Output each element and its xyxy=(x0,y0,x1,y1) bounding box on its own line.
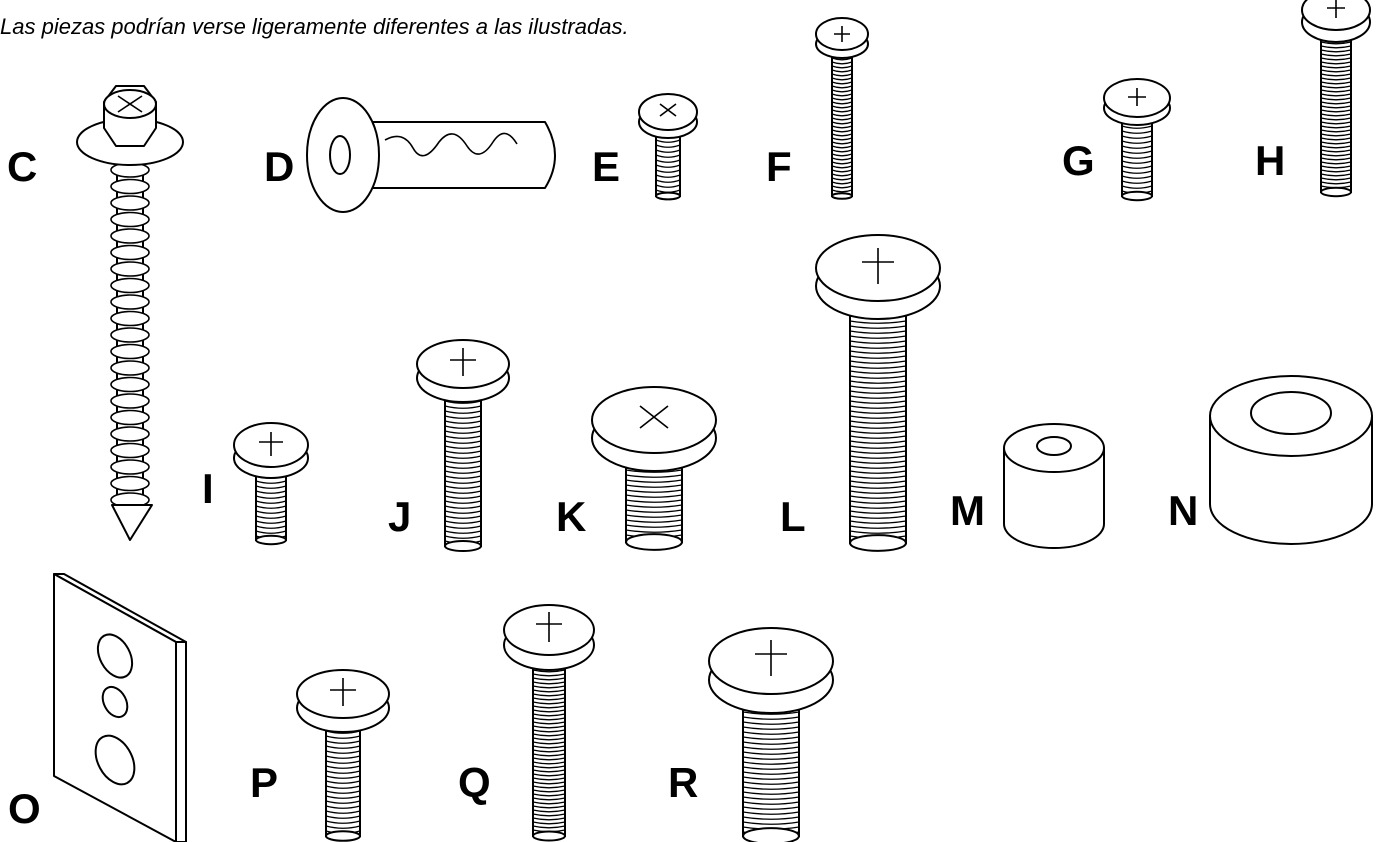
part-r-screw xyxy=(708,627,834,842)
part-label-l: L xyxy=(780,493,806,540)
part-n-spacer xyxy=(1209,375,1373,545)
part-j-screw xyxy=(416,339,510,553)
part-c-hex-wood-screw xyxy=(76,85,184,541)
part-h-screw xyxy=(1301,0,1371,198)
part-label-p: P xyxy=(250,759,279,806)
parts-disclaimer-note: Las piezas podrían verse ligeramente dif… xyxy=(0,14,629,39)
part-k-screw xyxy=(591,386,717,551)
part-l-screw xyxy=(815,234,941,552)
part-label-j: J xyxy=(388,493,412,540)
part-label-o: O xyxy=(8,785,41,832)
part-p-screw xyxy=(296,669,390,842)
part-f-screw xyxy=(815,17,869,200)
part-i-screw xyxy=(233,422,309,546)
screw-tip xyxy=(111,504,153,541)
part-d-wall-anchor xyxy=(306,97,556,213)
part-label-e: E xyxy=(592,143,621,190)
part-label-g: G xyxy=(1062,137,1095,184)
part-label-c: C xyxy=(7,143,38,190)
part-label-n: N xyxy=(1168,487,1199,534)
part-q-screw xyxy=(503,604,595,842)
part-label-d: D xyxy=(264,143,295,190)
part-label-i: I xyxy=(202,465,214,512)
part-label-f: F xyxy=(766,143,792,190)
part-label-q: Q xyxy=(458,759,491,806)
part-o-bracket-plate xyxy=(53,573,187,842)
part-e-screw xyxy=(638,93,698,201)
part-m-spacer xyxy=(1003,423,1105,549)
part-g-screw xyxy=(1103,78,1171,202)
part-label-k: K xyxy=(556,493,587,540)
part-label-m: M xyxy=(950,487,985,534)
part-label-r: R xyxy=(668,759,699,806)
part-label-h: H xyxy=(1255,137,1286,184)
